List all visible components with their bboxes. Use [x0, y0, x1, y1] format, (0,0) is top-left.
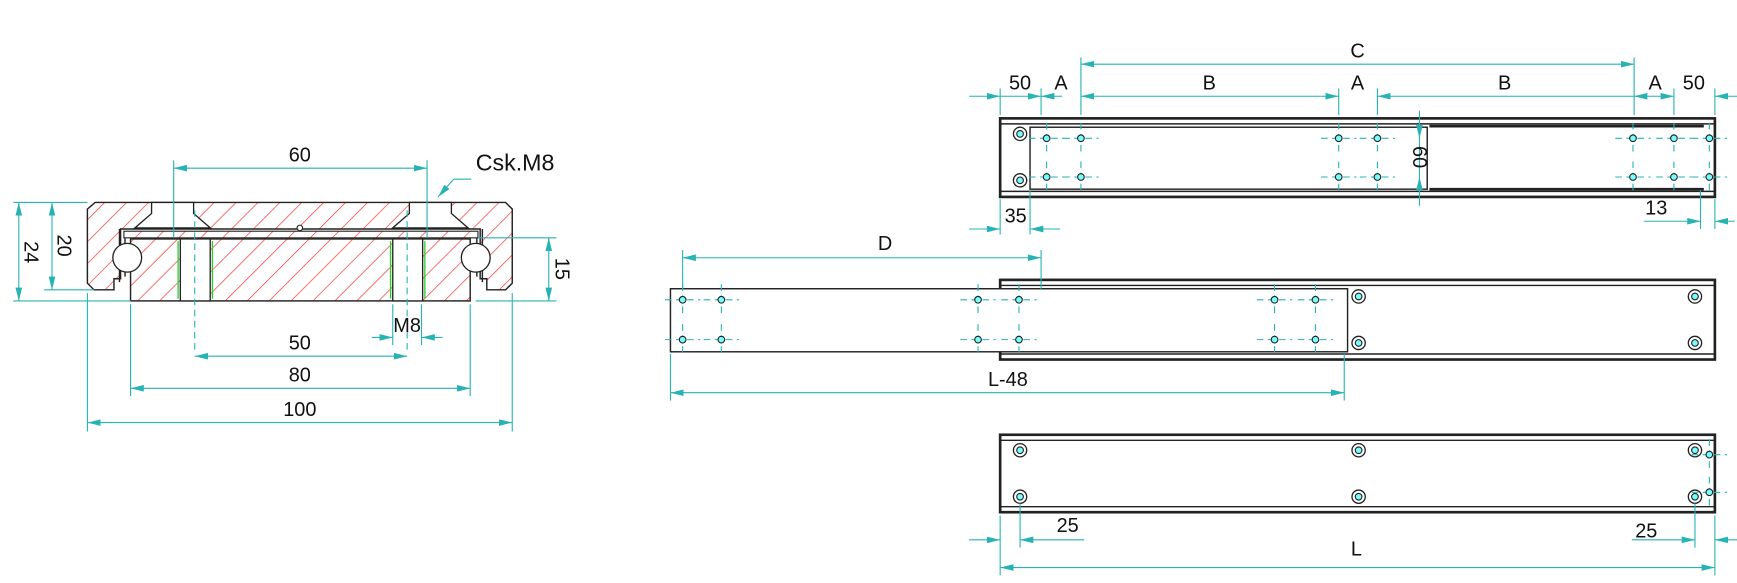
mounting-hole-icon	[1705, 134, 1714, 143]
mounting-hole-icon	[717, 335, 726, 344]
mounting-hole-icon	[1270, 295, 1279, 304]
mounting-hole-icon	[678, 295, 687, 304]
mounting-hole-icon	[1015, 295, 1023, 304]
dim-13: 13	[1645, 198, 1667, 220]
mounting-hole-icon	[717, 295, 726, 304]
mounting-hole-icon	[1311, 335, 1320, 344]
dim-d: D	[878, 233, 892, 255]
dim-50-right: 50	[1683, 73, 1705, 95]
mounting-hole-icon	[1042, 134, 1051, 143]
mounting-hole-icon	[1373, 134, 1382, 143]
mounting-hole-icon	[1629, 134, 1637, 143]
dim-35: 35	[1005, 205, 1027, 227]
dim-a1: A	[1054, 73, 1068, 95]
mounting-hole-icon	[1334, 134, 1343, 143]
dim-60: 60	[289, 145, 311, 167]
csk-label: Csk.M8	[476, 149, 555, 175]
countersink-left	[133, 201, 212, 229]
mounting-hole-icon	[1015, 335, 1023, 344]
mounting-hole-icon	[1334, 173, 1343, 181]
extended-inner-rail	[669, 288, 1349, 353]
countersink-right	[390, 201, 470, 229]
ball-bearing-left	[112, 242, 143, 273]
mounting-hole-icon	[1670, 173, 1678, 181]
dim-a2: A	[1351, 73, 1365, 95]
cross-section: 60 Csk.M8 20 24 15 M8 50 80 100	[13, 145, 572, 432]
mounting-hole-icon	[1705, 450, 1714, 459]
dim-b2: B	[1498, 73, 1511, 95]
dim-20: 20	[53, 235, 75, 257]
dim-100: 100	[283, 399, 316, 421]
bottom-view: 25 25 L	[969, 433, 1737, 576]
mounting-hole-icon	[1311, 295, 1320, 304]
mounting-hole-icon	[1077, 173, 1085, 181]
ball-bearing-right	[460, 242, 491, 273]
mounting-hole-icon	[1670, 134, 1678, 143]
dim-50-left: 50	[1009, 73, 1031, 95]
top-view: 50 A B A B A 50 C 60 35 13	[969, 41, 1737, 235]
dim-15: 15	[550, 258, 572, 280]
dim-60-spacing: 60	[1408, 146, 1430, 168]
mounting-hole-icon	[1270, 335, 1279, 344]
mounting-hole-icon	[1373, 173, 1382, 181]
mounting-hole-icon	[974, 335, 982, 344]
extended-view: D L-48	[664, 233, 1717, 401]
sheet-liner	[123, 230, 479, 239]
m8-label: M8	[393, 315, 421, 337]
dim-25-left: 25	[1057, 515, 1079, 537]
mounting-hole-icon	[1077, 134, 1085, 143]
mounting-hole-icon	[1042, 173, 1051, 181]
dim-80: 80	[289, 365, 311, 387]
dim-c: C	[1350, 41, 1364, 63]
dim-a3: A	[1648, 73, 1662, 95]
mounting-hole-icon	[974, 295, 982, 304]
dim-b1: B	[1203, 73, 1216, 95]
mounting-hole-icon	[1705, 173, 1714, 181]
dim-25-right: 25	[1635, 521, 1657, 543]
dim-l: L	[1351, 538, 1362, 560]
dim-50: 50	[289, 333, 311, 355]
mounting-hole-icon	[678, 335, 687, 344]
mounting-hole-icon	[1629, 173, 1637, 181]
dim-l-48: L-48	[988, 369, 1028, 391]
dim-24: 24	[19, 241, 41, 263]
mounting-hole-icon	[1705, 488, 1714, 497]
